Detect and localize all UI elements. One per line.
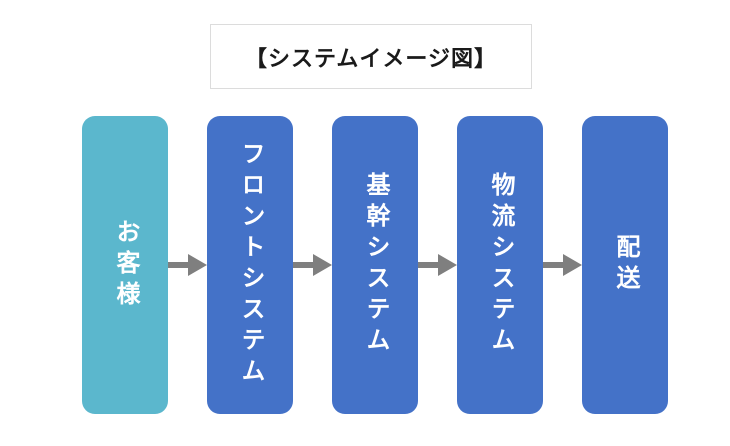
flow-node-label: 物流システム: [487, 172, 514, 358]
flow-node-label: お客様: [112, 218, 139, 312]
arrow-right-icon: [293, 254, 332, 276]
flow-node-logistics-system: 物流システム: [457, 116, 543, 414]
flow-arrow: [543, 116, 582, 414]
flow-node-core-system: 基幹システム: [332, 116, 418, 414]
flow-node-label: 基幹システム: [362, 172, 389, 358]
flow-node-customer: お客様: [82, 116, 168, 414]
flow-arrow: [418, 116, 457, 414]
arrow-right-icon: [418, 254, 457, 276]
arrow-right-icon: [543, 254, 582, 276]
flow-arrow: [168, 116, 207, 414]
flow-node-front-system: フロントシステム: [207, 116, 293, 414]
diagram-title: 【システムイメージ図】: [245, 45, 497, 71]
flow-row: お客様 フロントシステム 基幹システム: [82, 116, 668, 414]
flow-node-delivery: 配送: [582, 116, 668, 414]
flow-node-label: 配送: [612, 234, 639, 296]
arrow-right-icon: [168, 254, 207, 276]
flow-node-label: フロントシステム: [237, 141, 264, 389]
diagram-title-box: 【システムイメージ図】: [210, 24, 532, 89]
flow-arrow: [293, 116, 332, 414]
